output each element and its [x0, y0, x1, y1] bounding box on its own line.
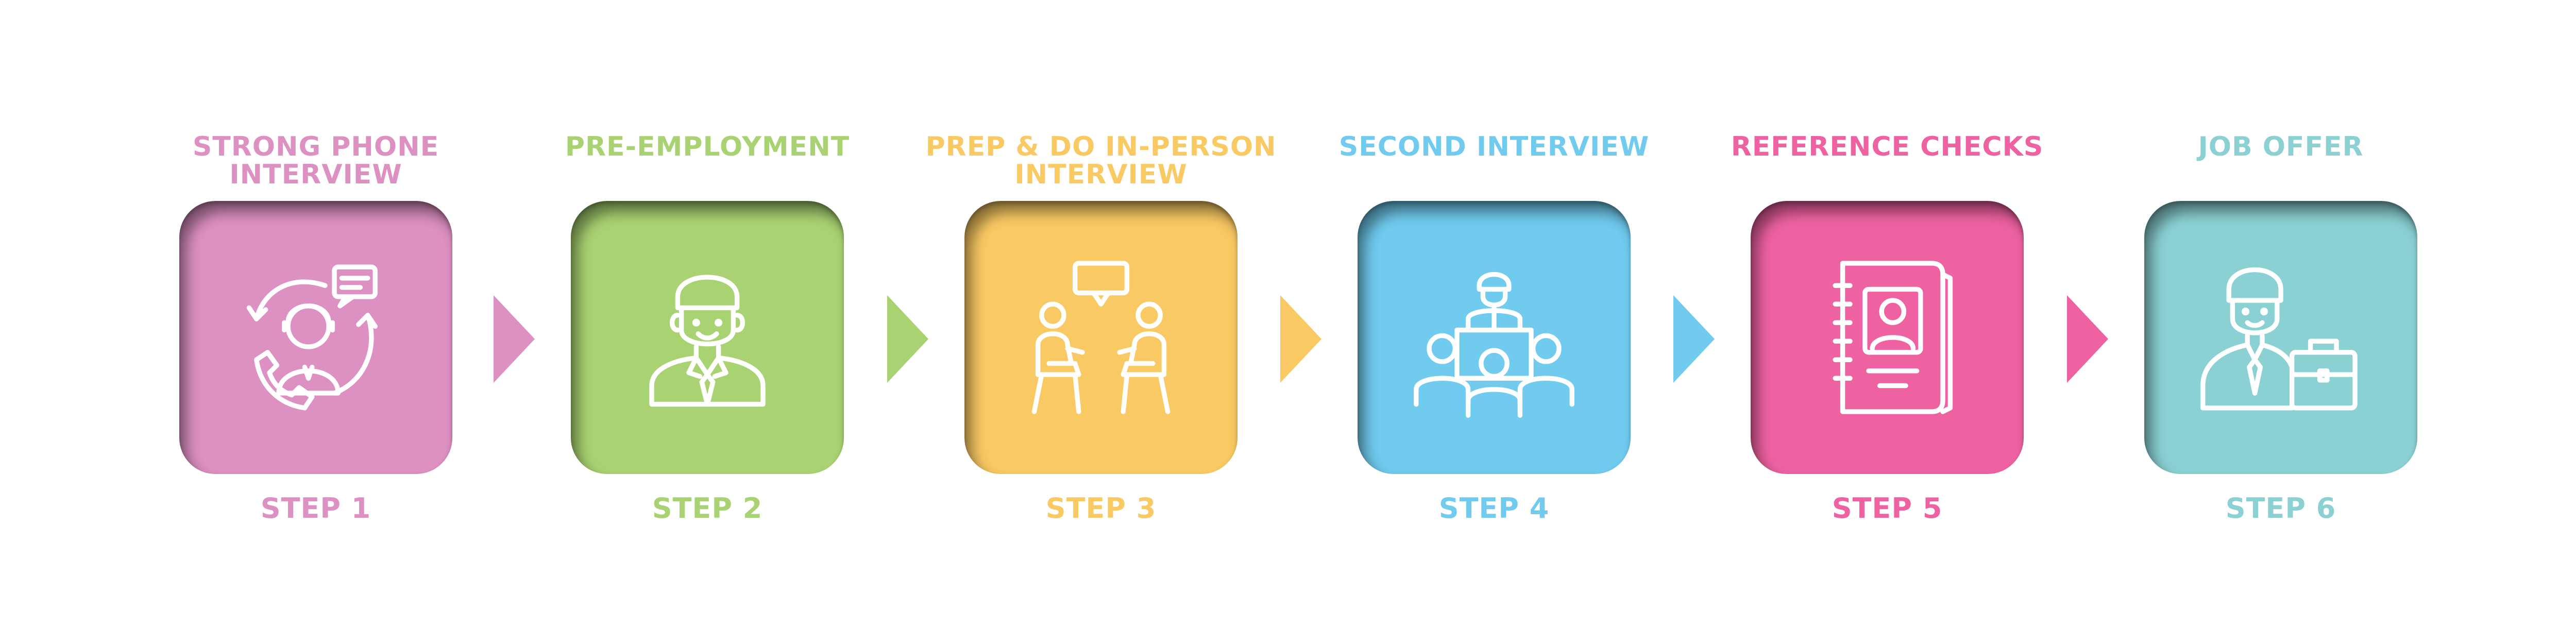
arrow-right-icon: [2067, 295, 2108, 383]
contact-book-icon: [1833, 261, 1953, 414]
step-tile: [2144, 201, 2417, 474]
step-label: STEP 4: [1438, 492, 1550, 524]
step-title: PREP & DO IN-PERSON INTERVIEW: [925, 131, 1277, 190]
step-tile: [1751, 201, 2024, 474]
step-label: STEP 5: [1832, 492, 1943, 524]
conversation-icon: [1031, 261, 1171, 414]
step-tile: [964, 201, 1238, 474]
phone-interview-icon: [246, 264, 378, 411]
step-label: STEP 2: [652, 492, 763, 524]
employee-icon: [649, 275, 766, 407]
step-2: PRE-EMPLOYMENT STEP 2: [501, 0, 913, 643]
step-title: PRE-EMPLOYMENT: [565, 131, 850, 162]
step-title: STRONG PHONE INTERVIEW: [192, 131, 439, 190]
step-label: STEP 3: [1045, 492, 1157, 524]
step-tile: [571, 201, 844, 474]
step-6: JOB OFFER STEP 6: [2075, 0, 2487, 643]
step-4: SECOND INTERVIEW STEP 4: [1288, 0, 1700, 643]
arrow-right-icon: [1673, 295, 1715, 383]
arrow-right-icon: [1280, 295, 1321, 383]
step-1: STRONG PHONE INTERVIEW STEP 1: [110, 0, 522, 643]
arrow-right-icon: [494, 295, 535, 383]
step-tile: [1358, 201, 1631, 474]
step-label: STEP 6: [2225, 492, 2336, 524]
arrow-right-icon: [887, 295, 928, 383]
step-3: PREP & DO IN-PERSON INTERVIEW STEP 3: [895, 0, 1307, 643]
step-title: JOB OFFER: [2198, 131, 2364, 162]
step-label: STEP 1: [260, 492, 371, 524]
businessman-briefcase-icon: [2200, 267, 2358, 411]
panel-interview-icon: [1414, 272, 1574, 418]
step-tile: [179, 201, 452, 474]
step-title: REFERENCE CHECKS: [1731, 131, 2044, 162]
step-title: SECOND INTERVIEW: [1338, 131, 1650, 162]
step-5: REFERENCE CHECKS STEP 5: [1681, 0, 2093, 643]
